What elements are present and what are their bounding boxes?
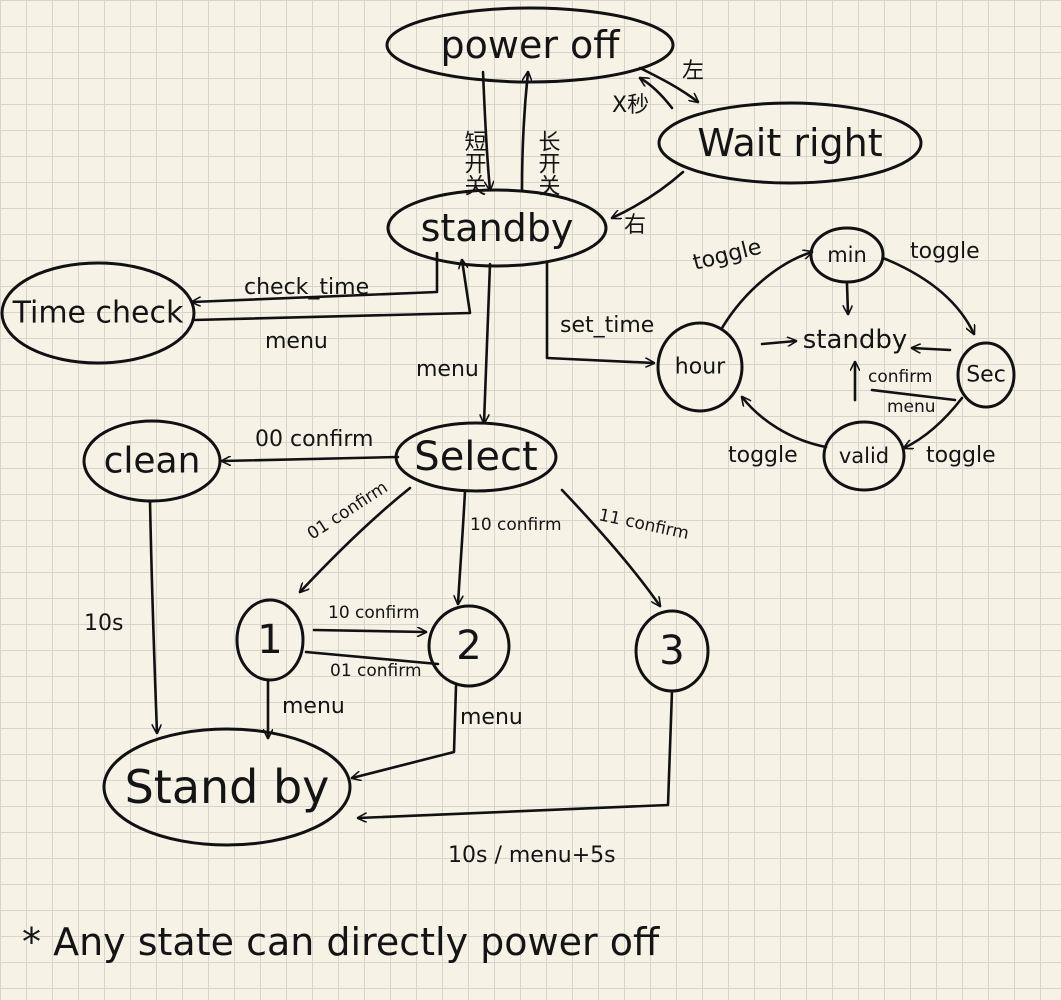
edge-clean-10s bbox=[148, 499, 157, 735]
edge-confirm-00 bbox=[220, 455, 400, 461]
edge-toggle-min-sec bbox=[881, 256, 974, 334]
edge-label-left: 左 bbox=[682, 59, 704, 84]
node-standby-bottom-label: Stand by bbox=[125, 760, 330, 814]
node-min: min bbox=[809, 226, 885, 284]
edge-label-timeout-3: 10s / menu+5s bbox=[448, 843, 616, 868]
node-standby-top: standby bbox=[386, 188, 608, 268]
edge-label-x-seconds: X秒 bbox=[612, 93, 649, 118]
edge-label-2-to-1: 01 confirm bbox=[330, 661, 422, 681]
edge-label-menu-2: menu bbox=[460, 705, 523, 730]
node-min-label: min bbox=[827, 243, 867, 267]
edge-label-right: 右 bbox=[624, 213, 646, 238]
node-state-3-label: 3 bbox=[659, 628, 684, 674]
node-select: Select bbox=[394, 421, 558, 493]
node-standby-inner: standby bbox=[803, 325, 908, 355]
edge-label-set-time: set_time bbox=[560, 313, 654, 338]
node-time-check-label: Time check bbox=[12, 296, 184, 331]
edge-menu-2 bbox=[352, 684, 458, 778]
edge-label-toggle-sec-valid: toggle bbox=[926, 443, 996, 468]
node-hour: hour bbox=[656, 321, 744, 413]
edge-label-long-switch: 长开关 bbox=[535, 130, 560, 196]
edge-label-toggle-min-sec: toggle bbox=[910, 239, 980, 264]
node-standby-top-label: standby bbox=[421, 206, 574, 250]
node-clean-label: clean bbox=[104, 441, 201, 482]
edge-x-seconds bbox=[640, 78, 674, 110]
edge-short-switch bbox=[481, 70, 490, 190]
node-clean: clean bbox=[82, 419, 222, 503]
node-wait-right-label: Wait right bbox=[697, 121, 882, 165]
edge-sec-to-standby bbox=[910, 348, 952, 350]
edge-label-confirm-01: 01 confirm bbox=[304, 478, 392, 545]
edge-label-short-switch: 短开关 bbox=[461, 130, 487, 196]
edge-label-menu-time: menu bbox=[265, 329, 328, 354]
edge-min-to-standby bbox=[847, 282, 848, 316]
node-sec-label: Sec bbox=[966, 363, 1006, 388]
edge-hour-to-standby bbox=[760, 341, 796, 344]
edge-confirm-10 bbox=[458, 489, 467, 606]
edge-label-check-time: check_time bbox=[244, 275, 369, 300]
edge-label-menu-inner: menu bbox=[887, 397, 936, 417]
edge-label-confirm-00: 00 confirm bbox=[255, 427, 373, 452]
edge-label-toggle-hour-min: toggle bbox=[690, 235, 764, 276]
node-state-1-label: 1 bbox=[257, 617, 282, 663]
node-state-3: 3 bbox=[634, 609, 710, 693]
edge-label-toggle-valid-hour: toggle bbox=[728, 443, 798, 468]
node-sec: Sec bbox=[956, 341, 1016, 409]
node-valid-label: valid bbox=[839, 444, 889, 468]
edge-set-time bbox=[545, 260, 656, 363]
node-state-1: 1 bbox=[235, 598, 305, 682]
node-wait-right: Wait right bbox=[657, 101, 923, 185]
edge-label-1-to-2: 10 confirm bbox=[328, 603, 420, 623]
node-power-off: power off bbox=[385, 6, 675, 84]
edge-left bbox=[638, 66, 698, 102]
node-hour-label: hour bbox=[675, 355, 726, 380]
node-state-2-label: 2 bbox=[456, 623, 481, 669]
edge-check-time bbox=[190, 251, 439, 302]
edge-toggle-hour-min bbox=[720, 252, 812, 330]
edge-menu-select bbox=[484, 262, 492, 425]
edge-1-to-2 bbox=[312, 630, 428, 632]
edge-menu-inner-line bbox=[870, 388, 957, 402]
edge-label-menu-select: menu bbox=[416, 357, 479, 382]
edge-label-confirm-11: 11 confirm bbox=[597, 505, 691, 544]
node-power-off-label: power off bbox=[441, 23, 621, 67]
node-time-check: Time check bbox=[0, 261, 196, 365]
node-valid: valid bbox=[822, 420, 906, 492]
node-state-2: 2 bbox=[427, 604, 511, 688]
footnote: * Any state can directly power off bbox=[22, 920, 660, 964]
edge-right bbox=[612, 170, 685, 218]
edge-toggle-sec-valid bbox=[904, 396, 964, 448]
edge-2-to-1 bbox=[304, 650, 440, 666]
edge-toggle-valid-hour bbox=[742, 397, 828, 449]
edge-label-confirm-10: 10 confirm bbox=[470, 515, 562, 535]
edge-confirm-01 bbox=[300, 486, 412, 592]
edge-confirm-11 bbox=[560, 488, 660, 606]
edge-label-clean-10s: 10s bbox=[84, 611, 123, 636]
edge-timeout-3 bbox=[356, 689, 674, 818]
edge-label-confirm-inner: confirm bbox=[868, 367, 932, 387]
edge-menu-time bbox=[192, 260, 472, 322]
edge-long-switch bbox=[520, 72, 528, 192]
edge-label-menu-1: menu bbox=[282, 694, 345, 719]
node-select-label: Select bbox=[414, 434, 537, 480]
node-standby-bottom: Stand by bbox=[102, 727, 352, 847]
